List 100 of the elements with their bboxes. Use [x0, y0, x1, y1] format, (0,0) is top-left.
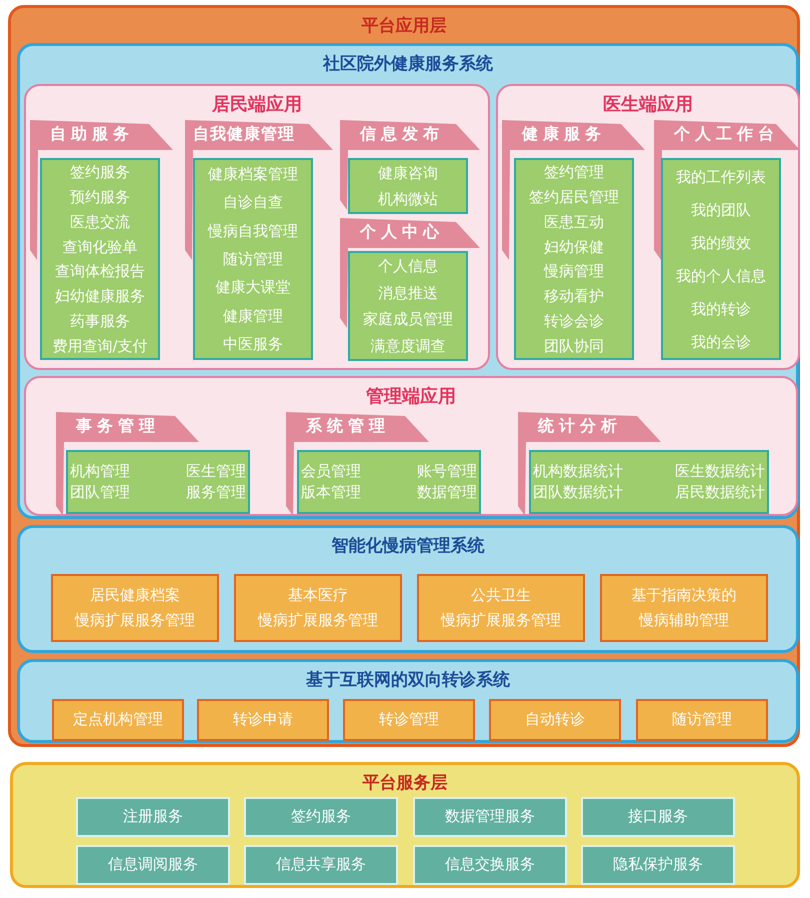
box-label: 公共卫生 [471, 584, 531, 606]
list-item: 查询化验单 [62, 238, 138, 256]
service-box [76, 845, 230, 885]
list-item: 我的转诊 [691, 300, 751, 318]
section-title: 管理端应用 [365, 385, 457, 408]
module-box [417, 574, 585, 642]
list-item: 团队数据统计 [533, 483, 624, 502]
box-label: 自动转诊 [525, 709, 585, 730]
list-item: 预约服务 [70, 188, 130, 206]
list-item: 团队协同 [544, 336, 604, 355]
list-item: 医患互动 [544, 212, 604, 231]
list-item: 费用查询/支付 [52, 336, 148, 355]
module-box [636, 699, 768, 741]
feature-list-box [40, 158, 160, 360]
list-item: 家庭成员管理 [363, 310, 453, 328]
list-item: 签约管理 [544, 163, 604, 182]
list-item: 妇幼保健 [544, 238, 604, 256]
list-item: 医生管理 [186, 462, 246, 481]
box-label: 慢病辅助管理 [639, 610, 729, 631]
list-item: 慢病自我管理 [208, 222, 298, 240]
list-item: 医患交流 [70, 212, 130, 231]
service-box [413, 797, 567, 837]
list-item: 健康大课堂 [216, 278, 290, 296]
tab-title: 信息发布 [360, 124, 444, 145]
list-item: 个人信息 [378, 257, 438, 276]
layer-panel [10, 762, 800, 888]
box-label: 接口服务 [628, 806, 688, 828]
feature-list-box [529, 450, 769, 514]
module-box [197, 699, 329, 741]
box-label: 转诊管理 [379, 709, 439, 730]
section-panel [24, 376, 798, 516]
service-box [244, 845, 398, 885]
list-item: 药事服务 [70, 312, 130, 330]
section-panel [24, 84, 490, 370]
service-box [413, 845, 567, 885]
list-item: 中医服务 [223, 334, 283, 353]
list-item: 随访管理 [223, 250, 283, 268]
list-item: 机构微站 [378, 190, 438, 208]
box-label: 随访管理 [672, 709, 732, 730]
list-item: 医生数据统计 [675, 462, 765, 481]
system-panel [17, 659, 799, 743]
list-item: 我的会诊 [691, 332, 751, 350]
section-title: 居民端应用 [210, 93, 303, 116]
system-title: 智能化慢病管理系统 [330, 535, 486, 557]
service-box [244, 797, 398, 837]
system-panel [17, 525, 799, 653]
tab-title: 事务管理 [76, 416, 160, 437]
list-item: 我的团队 [691, 200, 751, 218]
list-item: 查询体检报告 [55, 262, 145, 280]
box-label: 隐私保护服务 [613, 854, 703, 876]
tab-title: 自助服务 [50, 124, 134, 145]
box-label: 居民健康档案 [90, 584, 180, 606]
section-panel [496, 84, 800, 370]
list-item: 居民数据统计 [675, 483, 765, 502]
list-item: 我的工作列表 [676, 168, 766, 186]
service-box [76, 797, 230, 837]
layer-title: 平台应用层 [360, 15, 448, 37]
box-label: 信息共享服务 [276, 854, 366, 876]
list-item: 转诊会诊 [544, 312, 604, 330]
box-label: 信息交换服务 [445, 854, 535, 876]
tab-banner [338, 218, 480, 328]
box-label: 数据管理服务 [445, 806, 535, 828]
box-label: 基于指南决策的 [632, 584, 736, 606]
list-item: 自诊自查 [223, 193, 283, 212]
module-box [343, 699, 475, 741]
feature-list-box [661, 158, 781, 360]
feature-list-box [66, 450, 250, 514]
feature-list-box [297, 450, 481, 514]
feature-list-box [348, 251, 468, 361]
list-item: 团队管理 [70, 483, 131, 502]
box-label: 慢病扩展服务管理 [441, 610, 561, 631]
system-title: 基于互联网的双向转诊系统 [305, 669, 511, 691]
list-item: 消息推送 [378, 284, 438, 302]
service-box [581, 845, 735, 885]
box-label: 签约服务 [291, 806, 351, 828]
box-label: 基本医疗 [288, 584, 348, 606]
list-item: 服务管理 [186, 483, 246, 502]
module-box [489, 699, 621, 741]
module-box [52, 699, 184, 741]
system-title: 社区院外健康服务系统 [322, 53, 494, 75]
list-item: 妇幼健康服务 [55, 287, 145, 306]
list-item: 机构管理 [70, 462, 131, 481]
list-item: 会员管理 [301, 462, 362, 481]
box-label: 注册服务 [123, 806, 183, 828]
layer-panel [8, 5, 800, 747]
feature-list-box [348, 158, 468, 214]
box-label: 转诊申请 [233, 709, 293, 730]
section-title: 医生端应用 [602, 93, 694, 116]
module-box [600, 574, 768, 642]
list-item: 满意度调查 [370, 336, 446, 355]
list-item: 版本管理 [301, 483, 362, 502]
module-box [51, 574, 219, 642]
layer-title: 平台服务层 [362, 772, 448, 794]
list-item: 慢病管理 [544, 262, 604, 280]
feature-list-box [514, 158, 634, 360]
module-box [234, 574, 402, 642]
service-box [581, 797, 735, 837]
tab-title: 个人工作台 [674, 124, 779, 145]
system-panel [17, 43, 799, 519]
tab-title: 自我健康管理 [193, 124, 295, 145]
